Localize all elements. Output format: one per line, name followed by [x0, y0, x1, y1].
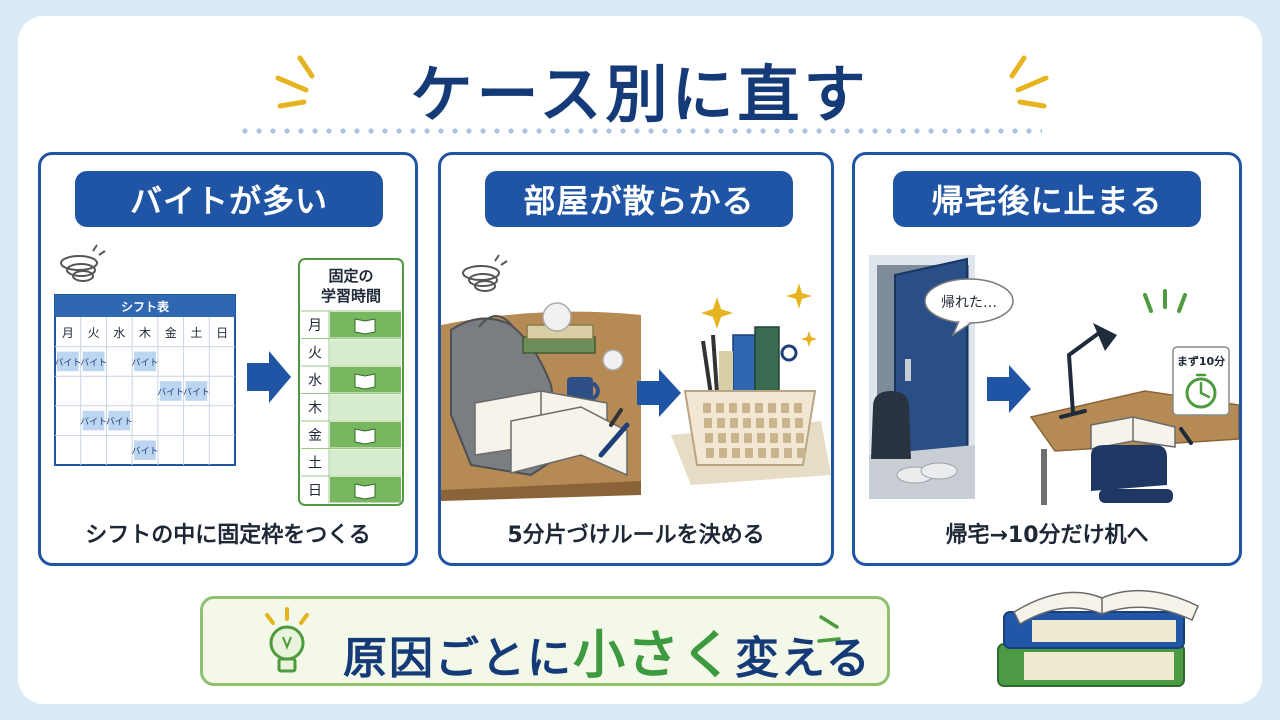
card-heading: バイトが多い: [75, 171, 383, 227]
sparkle-left-icon: [275, 55, 315, 109]
summary-part1: 原因ごとに: [343, 633, 573, 684]
shift-label: バイト: [54, 357, 81, 368]
chair-icon: [1091, 445, 1167, 491]
study-title-line1: 固定の: [328, 267, 373, 285]
shift-day-label: 水: [113, 326, 125, 340]
shift-label: バイト: [183, 387, 210, 398]
shift-cell: [57, 351, 79, 372]
case-card-part-time-job: バイトが多い シフト表 月火水木金土日 バイトバイトバイトバイトバイトバイトバイ…: [38, 152, 418, 566]
shift-cell: [134, 440, 156, 460]
stress-scribble-icon: [462, 254, 508, 292]
study-slot: [330, 394, 401, 420]
shift-cell: [185, 381, 208, 401]
shift-day-label: 日: [216, 326, 228, 340]
study-day-label: 木: [308, 401, 322, 417]
shift-label: バイト: [131, 446, 158, 457]
book-icon: [354, 483, 376, 500]
schedule-illustration: シフト表 月火水木金土日 バイトバイトバイトバイトバイトバイトバイトバイト 固定…: [54, 244, 404, 506]
shift-day-label: 土: [190, 326, 202, 340]
stopwatch-icon: [1185, 377, 1217, 409]
summary-text: 原因ごとに小さく変える: [343, 613, 872, 688]
shift-label: バイト: [157, 387, 184, 398]
card-caption: 帰宅→10分だけ机へ: [945, 523, 1149, 548]
shift-day-label: 月: [62, 326, 74, 340]
shift-cell: [134, 351, 156, 372]
summary-banner: 原因ごとに小さく変える: [200, 596, 890, 686]
sparkle-right-icon: [1009, 55, 1049, 109]
shift-cell: [82, 410, 105, 431]
speech-text: 帰れた…: [941, 294, 997, 311]
study-day-label: 日: [308, 483, 322, 499]
study-day-label: 土: [308, 456, 322, 472]
book-icon: [354, 318, 376, 335]
shift-day-label: 木: [139, 326, 151, 340]
card-heading: 帰宅後に止まる: [893, 171, 1201, 227]
summary-part2: 変える: [735, 633, 872, 684]
messy-desk-illustration: [441, 254, 831, 501]
sparkle-icon: [701, 297, 733, 329]
crumpled-paper-icon: [542, 302, 572, 332]
card-caption: 5分片づけルールを決める: [507, 523, 765, 548]
arrow-right-icon: [987, 365, 1031, 413]
card-caption: シフトの中に固定枠をつくる: [85, 523, 371, 548]
case-card-messy-room: 部屋が散らかる: [438, 152, 834, 566]
desk-lamp-icon: [1059, 331, 1101, 419]
shift-label: バイト: [80, 417, 107, 428]
shift-label: バイト: [131, 357, 158, 368]
emphasis-lines-icon: [817, 615, 841, 643]
shift-label: バイト: [80, 357, 107, 368]
arrow-right-icon: [247, 351, 291, 403]
book-icon: [354, 373, 376, 390]
shift-cell: [159, 381, 182, 401]
study-day-label: 金: [308, 428, 322, 444]
stress-scribble-icon: [60, 244, 106, 282]
shift-table: [54, 294, 236, 466]
study-slot: [330, 339, 401, 365]
shift-day-label: 火: [88, 326, 100, 340]
summary-highlight: 小さく: [573, 626, 736, 686]
dotted-divider: [238, 128, 1042, 134]
study-title-line2: 学習時間: [321, 287, 381, 305]
shift-day-label: 金: [165, 325, 177, 340]
shift-label: バイト: [106, 417, 133, 428]
sparkle-lines-icon: [1143, 289, 1187, 313]
backpack-icon: [871, 391, 911, 459]
arrow-right-icon: [637, 369, 681, 417]
timer-label: まず10分: [1177, 354, 1225, 368]
study-slot: [330, 449, 401, 475]
study-day-label: 月: [308, 318, 322, 334]
page: ケース別に直す バイトが多い シフト表 月火水木金土日 バイトバイトバイトバイト…: [18, 16, 1262, 704]
shift-cell: [82, 351, 105, 372]
case-card-after-return-home: 帰宅後に止まる 帰れた…: [852, 152, 1242, 566]
study-day-label: 水: [308, 373, 322, 389]
light-bulb-icon: [265, 607, 309, 673]
study-day-label: 火: [308, 346, 322, 362]
card-heading: 部屋が散らかる: [485, 171, 793, 227]
page-title: ケース別に直す: [410, 58, 870, 131]
shift-table-title: シフト表: [121, 299, 170, 314]
return-home-illustration: 帰れた… まず10分: [869, 255, 1239, 505]
book-icon: [354, 428, 376, 445]
book-stack-illustration: [997, 589, 1199, 687]
shift-cell: [108, 410, 131, 431]
